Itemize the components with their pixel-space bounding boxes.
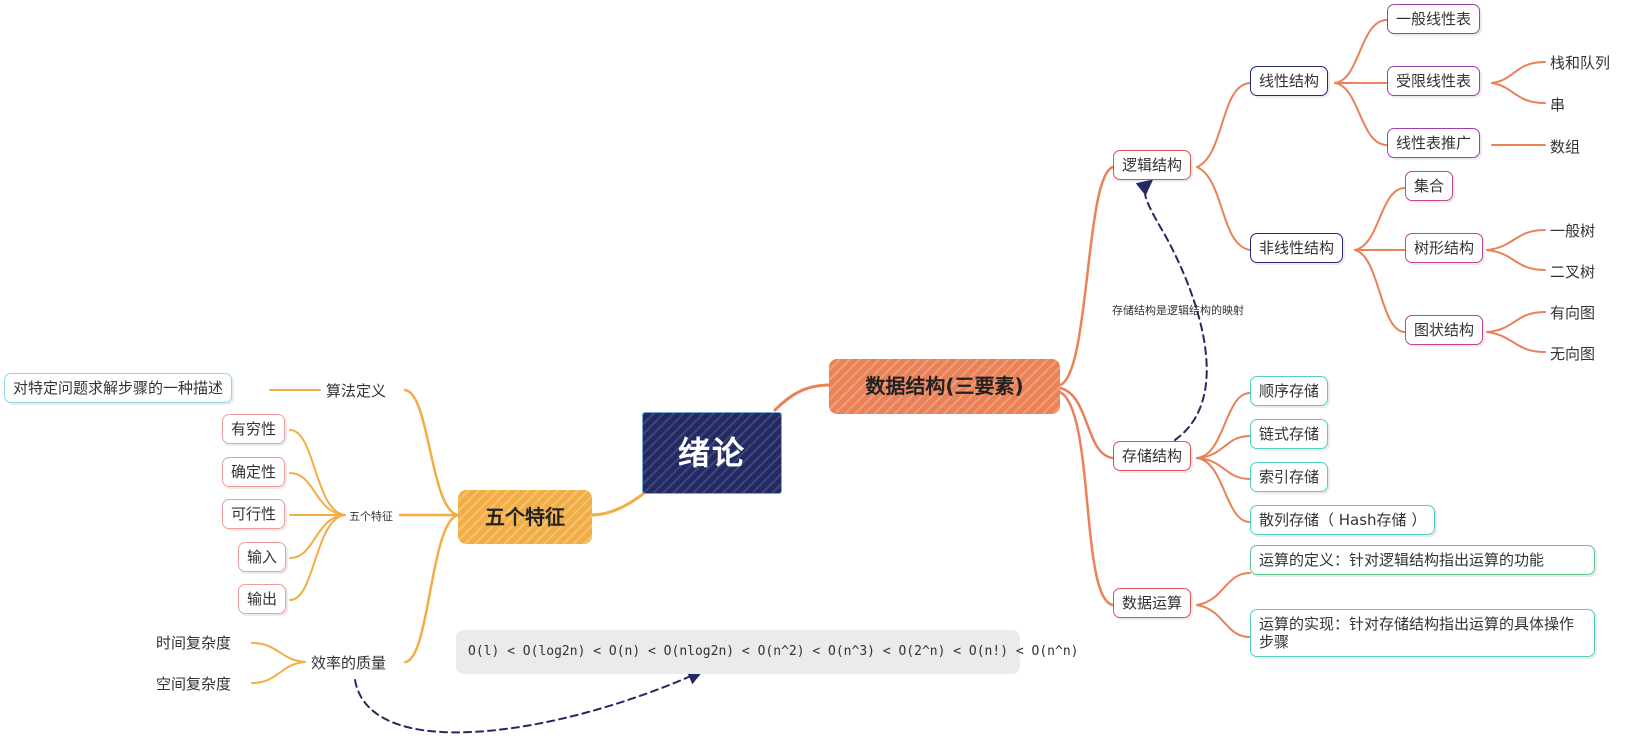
node-operation-implementation[interactable]: 运算的实现：针对存储结构指出运算的具体操作步骤 — [1250, 609, 1595, 657]
node-tree-structure[interactable]: 树形结构 — [1405, 233, 1484, 263]
leaf-time-complexity[interactable]: 时间复杂度 — [156, 634, 232, 652]
node-sequential-storage[interactable]: 顺序存储 — [1250, 376, 1329, 406]
link-features-definition — [403, 388, 460, 517]
branch-five-features[interactable]: 五个特征 — [458, 490, 592, 544]
feature-determinism[interactable]: 确定性 — [222, 457, 286, 487]
link-storage-indexed — [1196, 457, 1251, 480]
link-five-item-2 — [289, 472, 346, 516]
link-root-features — [590, 488, 650, 517]
node-algorithm-definition[interactable]: 算法定义 — [326, 382, 387, 400]
complexity-order-formula[interactable]: O(l) < O(log2n) < O(n) < O(nlog2n) < O(n… — [456, 630, 1078, 674]
node-indexed-storage[interactable]: 索引存储 — [1250, 462, 1329, 492]
feature-output[interactable]: 输出 — [238, 584, 287, 614]
mapping-note: 存储结构是逻辑结构的映射 — [1112, 304, 1244, 317]
node-storage-structure[interactable]: 存储结构 — [1113, 441, 1192, 471]
link-nonlinear-set — [1354, 187, 1406, 251]
leaf-stack-and-queue[interactable]: 栈和队列 — [1550, 54, 1611, 72]
node-general-linear-list[interactable]: 一般线性表 — [1387, 4, 1481, 34]
link-tree-general — [1486, 229, 1546, 251]
leaf-general-tree[interactable]: 一般树 — [1550, 222, 1596, 240]
link-linear-general — [1334, 19, 1388, 84]
link-efficiency-space — [251, 661, 306, 684]
link-storage-linked — [1196, 435, 1251, 459]
node-operation-definition[interactable]: 运算的定义：针对逻辑结构指出运算的功能 — [1250, 545, 1595, 575]
node-graph-structure[interactable]: 图状结构 — [1405, 315, 1484, 345]
node-logical-structure[interactable]: 逻辑结构 — [1113, 150, 1192, 180]
feature-feasibility[interactable]: 可行性 — [222, 499, 286, 529]
link-efficiency-time — [251, 642, 306, 663]
node-set[interactable]: 集合 — [1405, 171, 1454, 201]
leaf-string[interactable]: 串 — [1550, 96, 1566, 114]
link-logical-nonlinear — [1196, 166, 1251, 251]
link-graph-undirected — [1486, 331, 1546, 353]
link-storage-sequential — [1196, 392, 1251, 459]
leaf-directed-graph[interactable]: 有向图 — [1550, 304, 1596, 322]
node-five-features-label[interactable]: 五个特征 — [349, 510, 393, 523]
feature-finiteness[interactable]: 有穷性 — [222, 414, 286, 444]
branch-data-structure[interactable]: 数据结构(三要素) — [829, 359, 1060, 414]
link-features-efficiency — [403, 513, 460, 664]
link-tree-binary — [1486, 249, 1546, 271]
node-linear-list-extension[interactable]: 线性表推广 — [1387, 128, 1481, 158]
complexity-arrow — [354, 669, 704, 734]
link-ds-logical — [1058, 165, 1115, 387]
node-restricted-linear-list[interactable]: 受限线性表 — [1387, 66, 1481, 96]
node-efficiency-quality[interactable]: 效率的质量 — [311, 654, 387, 672]
node-algorithm-definition-text[interactable]: 对特定问题求解步骤的一种描述 — [4, 373, 233, 403]
link-root-datastructure — [773, 383, 832, 412]
link-five-item-4 — [289, 514, 346, 559]
link-restricted-string — [1491, 82, 1546, 104]
link-storage-hashed — [1196, 457, 1251, 523]
link-ds-ops — [1058, 390, 1115, 607]
node-nonlinear-structure[interactable]: 非线性结构 — [1250, 233, 1344, 263]
node-linear-structure[interactable]: 线性结构 — [1250, 66, 1329, 96]
root-node-title[interactable]: 绪论 — [642, 412, 782, 494]
link-five-item-1 — [289, 429, 346, 516]
link-linear-extension — [1334, 82, 1388, 146]
leaf-binary-tree[interactable]: 二叉树 — [1550, 263, 1596, 281]
feature-input[interactable]: 输入 — [238, 542, 287, 572]
node-linked-storage[interactable]: 链式存储 — [1250, 419, 1329, 449]
leaf-array[interactable]: 数组 — [1550, 138, 1581, 156]
link-five-item-5 — [289, 514, 346, 601]
leaf-undirected-graph[interactable]: 无向图 — [1550, 345, 1596, 363]
leaf-space-complexity[interactable]: 空间复杂度 — [156, 675, 232, 693]
node-data-operations[interactable]: 数据运算 — [1113, 588, 1192, 618]
link-graph-directed — [1486, 311, 1546, 333]
link-restricted-stack — [1491, 61, 1546, 84]
node-hash-storage[interactable]: 散列存储（ Hash存储 ） — [1250, 505, 1436, 535]
link-ops-definition — [1196, 572, 1251, 606]
link-ds-storage — [1058, 386, 1115, 460]
link-logical-linear — [1196, 82, 1251, 168]
mapping-arrow — [1135, 179, 1208, 441]
link-nonlinear-graph — [1354, 249, 1406, 333]
link-ops-implementation — [1196, 604, 1251, 638]
